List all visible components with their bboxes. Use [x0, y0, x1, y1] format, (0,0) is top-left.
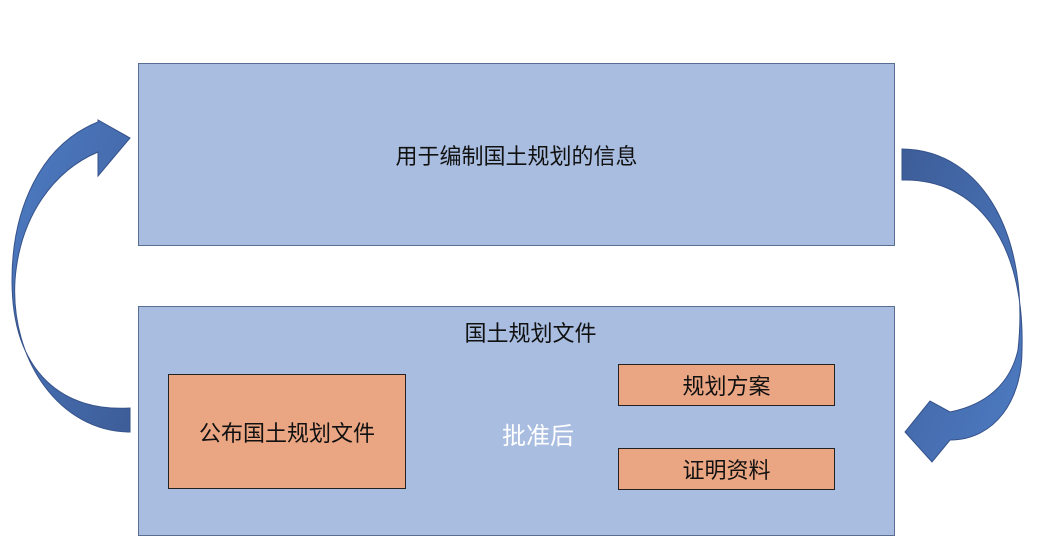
plan-scheme-box: 规划方案: [618, 364, 835, 406]
publish-document-box: 公布国土规划文件: [168, 374, 406, 489]
right-curved-arrow: [901, 148, 1023, 463]
left-curved-arrow: [11, 119, 131, 433]
plan-scheme-label: 规划方案: [682, 375, 771, 400]
publish-document-label: 公布国土规划文件: [198, 421, 375, 447]
supporting-materials-box: 证明资料: [618, 448, 835, 490]
planning-document-title: 国土规划文件: [464, 322, 597, 347]
info-box: 用于编制国土规划的信息: [138, 63, 895, 246]
approve-arrow-label: 批准后: [502, 421, 574, 450]
supporting-materials-label: 证明资料: [682, 459, 771, 484]
info-box-label: 用于编制国土规划的信息: [395, 144, 638, 170]
